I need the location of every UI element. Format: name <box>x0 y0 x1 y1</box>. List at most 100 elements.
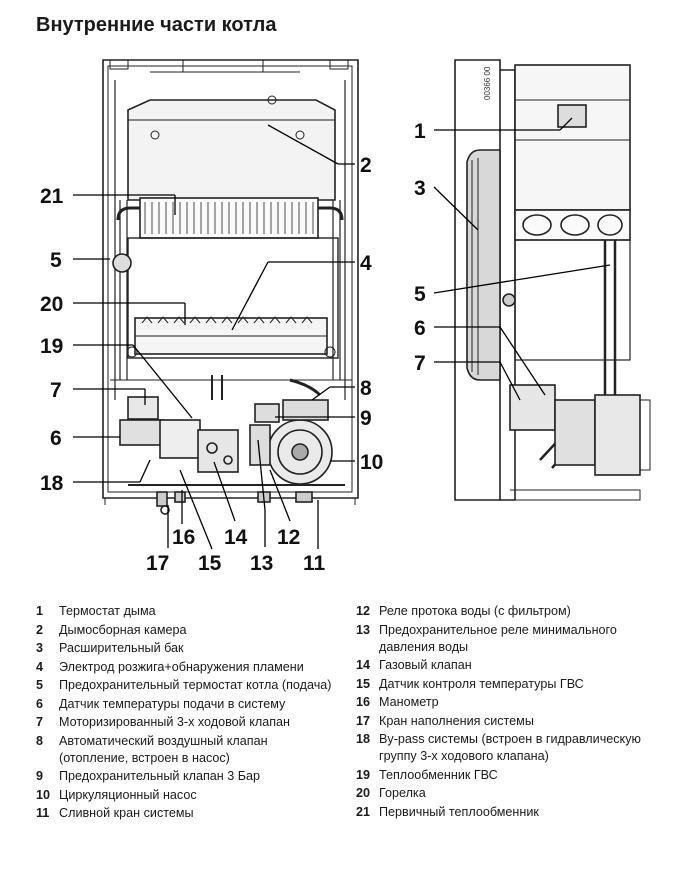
legend-number: 6 <box>36 696 44 711</box>
legend-item: 20 Горелка <box>356 785 656 802</box>
callout-side-3: 3 <box>414 177 426 200</box>
legend-text: Теплообменник ГВС <box>379 767 498 782</box>
legend-number: 13 <box>356 622 371 637</box>
legend-text: Автоматический воздушный клапан (отоплен… <box>59 733 268 765</box>
legend-item: 11 Сливной кран системы <box>36 805 336 822</box>
gas-valve <box>197 429 239 473</box>
legend-text: Первичный теплообменник <box>379 804 539 819</box>
legend-text: Предохранительный термостат котла (подач… <box>59 678 332 692</box>
legend-item: 18 By-pass системы (встроен в гидравличес… <box>356 731 656 765</box>
callout-16: 16 <box>172 526 195 549</box>
callout-side-1: 1 <box>414 120 426 143</box>
callout-10: 10 <box>360 451 383 474</box>
legend-item: 4 Электрод розжига+обнаружения пламени <box>36 659 336 676</box>
legend-item: 15 Датчик контроля температуры ГВС <box>356 676 656 693</box>
legend-text: Горелка <box>379 786 426 800</box>
legend-number: 15 <box>356 676 371 691</box>
callout-2: 2 <box>360 154 372 177</box>
safety-thermostat <box>112 253 132 273</box>
front-view <box>102 59 359 515</box>
dhw-heat-exchanger <box>159 419 201 459</box>
callout-8: 8 <box>360 377 372 400</box>
legend-text: Предохранительное реле минимального давл… <box>379 622 617 654</box>
callout-17: 17 <box>146 552 169 575</box>
callout-5: 5 <box>50 249 62 272</box>
legend-text: Дымосборная камера <box>59 622 187 637</box>
legend-text: Циркуляционный насос <box>59 787 197 802</box>
legend-item: 13 Предохранительное реле минимального да… <box>356 622 656 656</box>
drawing-code-label: 00366 00 <box>483 66 492 100</box>
legend-number: 12 <box>356 604 371 618</box>
legend-item: 19 Теплообменник ГВС <box>356 767 656 784</box>
legend-right: 12 Реле протока воды (с фильтром) 13 Предо… <box>356 603 656 822</box>
legend-text: Термостат дыма <box>59 604 156 618</box>
legend-item: 8 Автоматический воздушный клапан (отопле… <box>36 733 336 767</box>
legend-number: 11 <box>36 806 50 820</box>
side-view: 00366 00 <box>454 59 651 501</box>
legend-number: 14 <box>356 658 371 672</box>
expansion-tank <box>466 149 501 381</box>
legend-number: 17 <box>356 713 371 728</box>
callout-19: 19 <box>40 335 63 358</box>
callout-12: 12 <box>277 526 300 549</box>
callout-11: 11 <box>303 552 326 575</box>
legend-number: 20 <box>356 786 371 800</box>
legend-text: Предохранительный клапан 3 Бар <box>59 769 261 783</box>
callout-13: 13 <box>250 552 273 575</box>
callout-21: 21 <box>40 185 64 208</box>
legend-number: 7 <box>36 715 44 729</box>
callout-7: 7 <box>50 379 62 402</box>
legend-number: 19 <box>356 767 371 782</box>
legend-text: Датчик температуры подачи в систему <box>59 696 286 711</box>
legend-text: Сливной кран системы <box>59 806 194 820</box>
callout-9: 9 <box>360 407 372 430</box>
legend-text: Манометр <box>379 695 439 709</box>
legend-item: 2 Дымосборная камера <box>36 622 336 639</box>
smoke-chamber <box>127 95 336 201</box>
callout-20: 20 <box>40 293 63 316</box>
page-title: Внутренние части котла <box>36 14 277 36</box>
legend-number: 3 <box>36 641 44 655</box>
boiler-diagram: 00366 00 21 5 20 19 7 6 18 <box>40 59 651 575</box>
legend-number: 18 <box>356 732 371 746</box>
circulation-pump <box>267 399 333 485</box>
legend-text: Датчик контроля температуры ГВС <box>379 676 584 691</box>
legend-number: 21 <box>356 804 371 819</box>
legend-item: 16 Манометр <box>356 694 656 711</box>
legend-text: Реле протока воды (с фильтром) <box>379 604 571 618</box>
legend-item: 9 Предохранительный клапан 3 Бар <box>36 768 336 785</box>
burner <box>126 316 336 358</box>
legend-item: 3 Расширительный бак <box>36 640 336 657</box>
three-way-valve <box>119 396 165 446</box>
legend-number: 2 <box>36 622 44 637</box>
legend-text: Кран наполнения системы <box>379 713 534 728</box>
callout-18: 18 <box>40 472 64 495</box>
callout-side-7: 7 <box>414 352 426 375</box>
legend-text: Расширительный бак <box>59 641 184 655</box>
legend-number: 8 <box>36 733 44 748</box>
legend-number: 9 <box>36 769 44 783</box>
callout-side-5: 5 <box>414 283 426 306</box>
legend-item: 17 Кран наполнения системы <box>356 713 656 730</box>
legend-text: Электрод розжига+обнаружения пламени <box>59 659 304 674</box>
legend-item: 21 Первичный теплообменник <box>356 804 656 821</box>
legend-item: 12 Реле протока воды (с фильтром) <box>356 603 656 620</box>
callout-15: 15 <box>198 552 222 575</box>
callouts: 21 5 20 19 7 6 18 2 4 8 9 10 16 17 15 14… <box>40 120 426 575</box>
primary-heat-exchanger <box>116 197 344 239</box>
smoke-thermostat <box>557 104 587 128</box>
callout-side-6: 6 <box>414 317 426 340</box>
legend-number: 4 <box>36 659 44 674</box>
callout-14: 14 <box>224 526 248 549</box>
leader-lines <box>73 117 611 550</box>
legend-text: By-pass системы (встроен в гидравлическу… <box>379 732 641 763</box>
legend-number: 10 <box>36 787 51 802</box>
callout-4: 4 <box>360 252 372 275</box>
legend-item: 6 Датчик температуры подачи в систему <box>36 696 336 713</box>
legend-number: 16 <box>356 695 371 709</box>
